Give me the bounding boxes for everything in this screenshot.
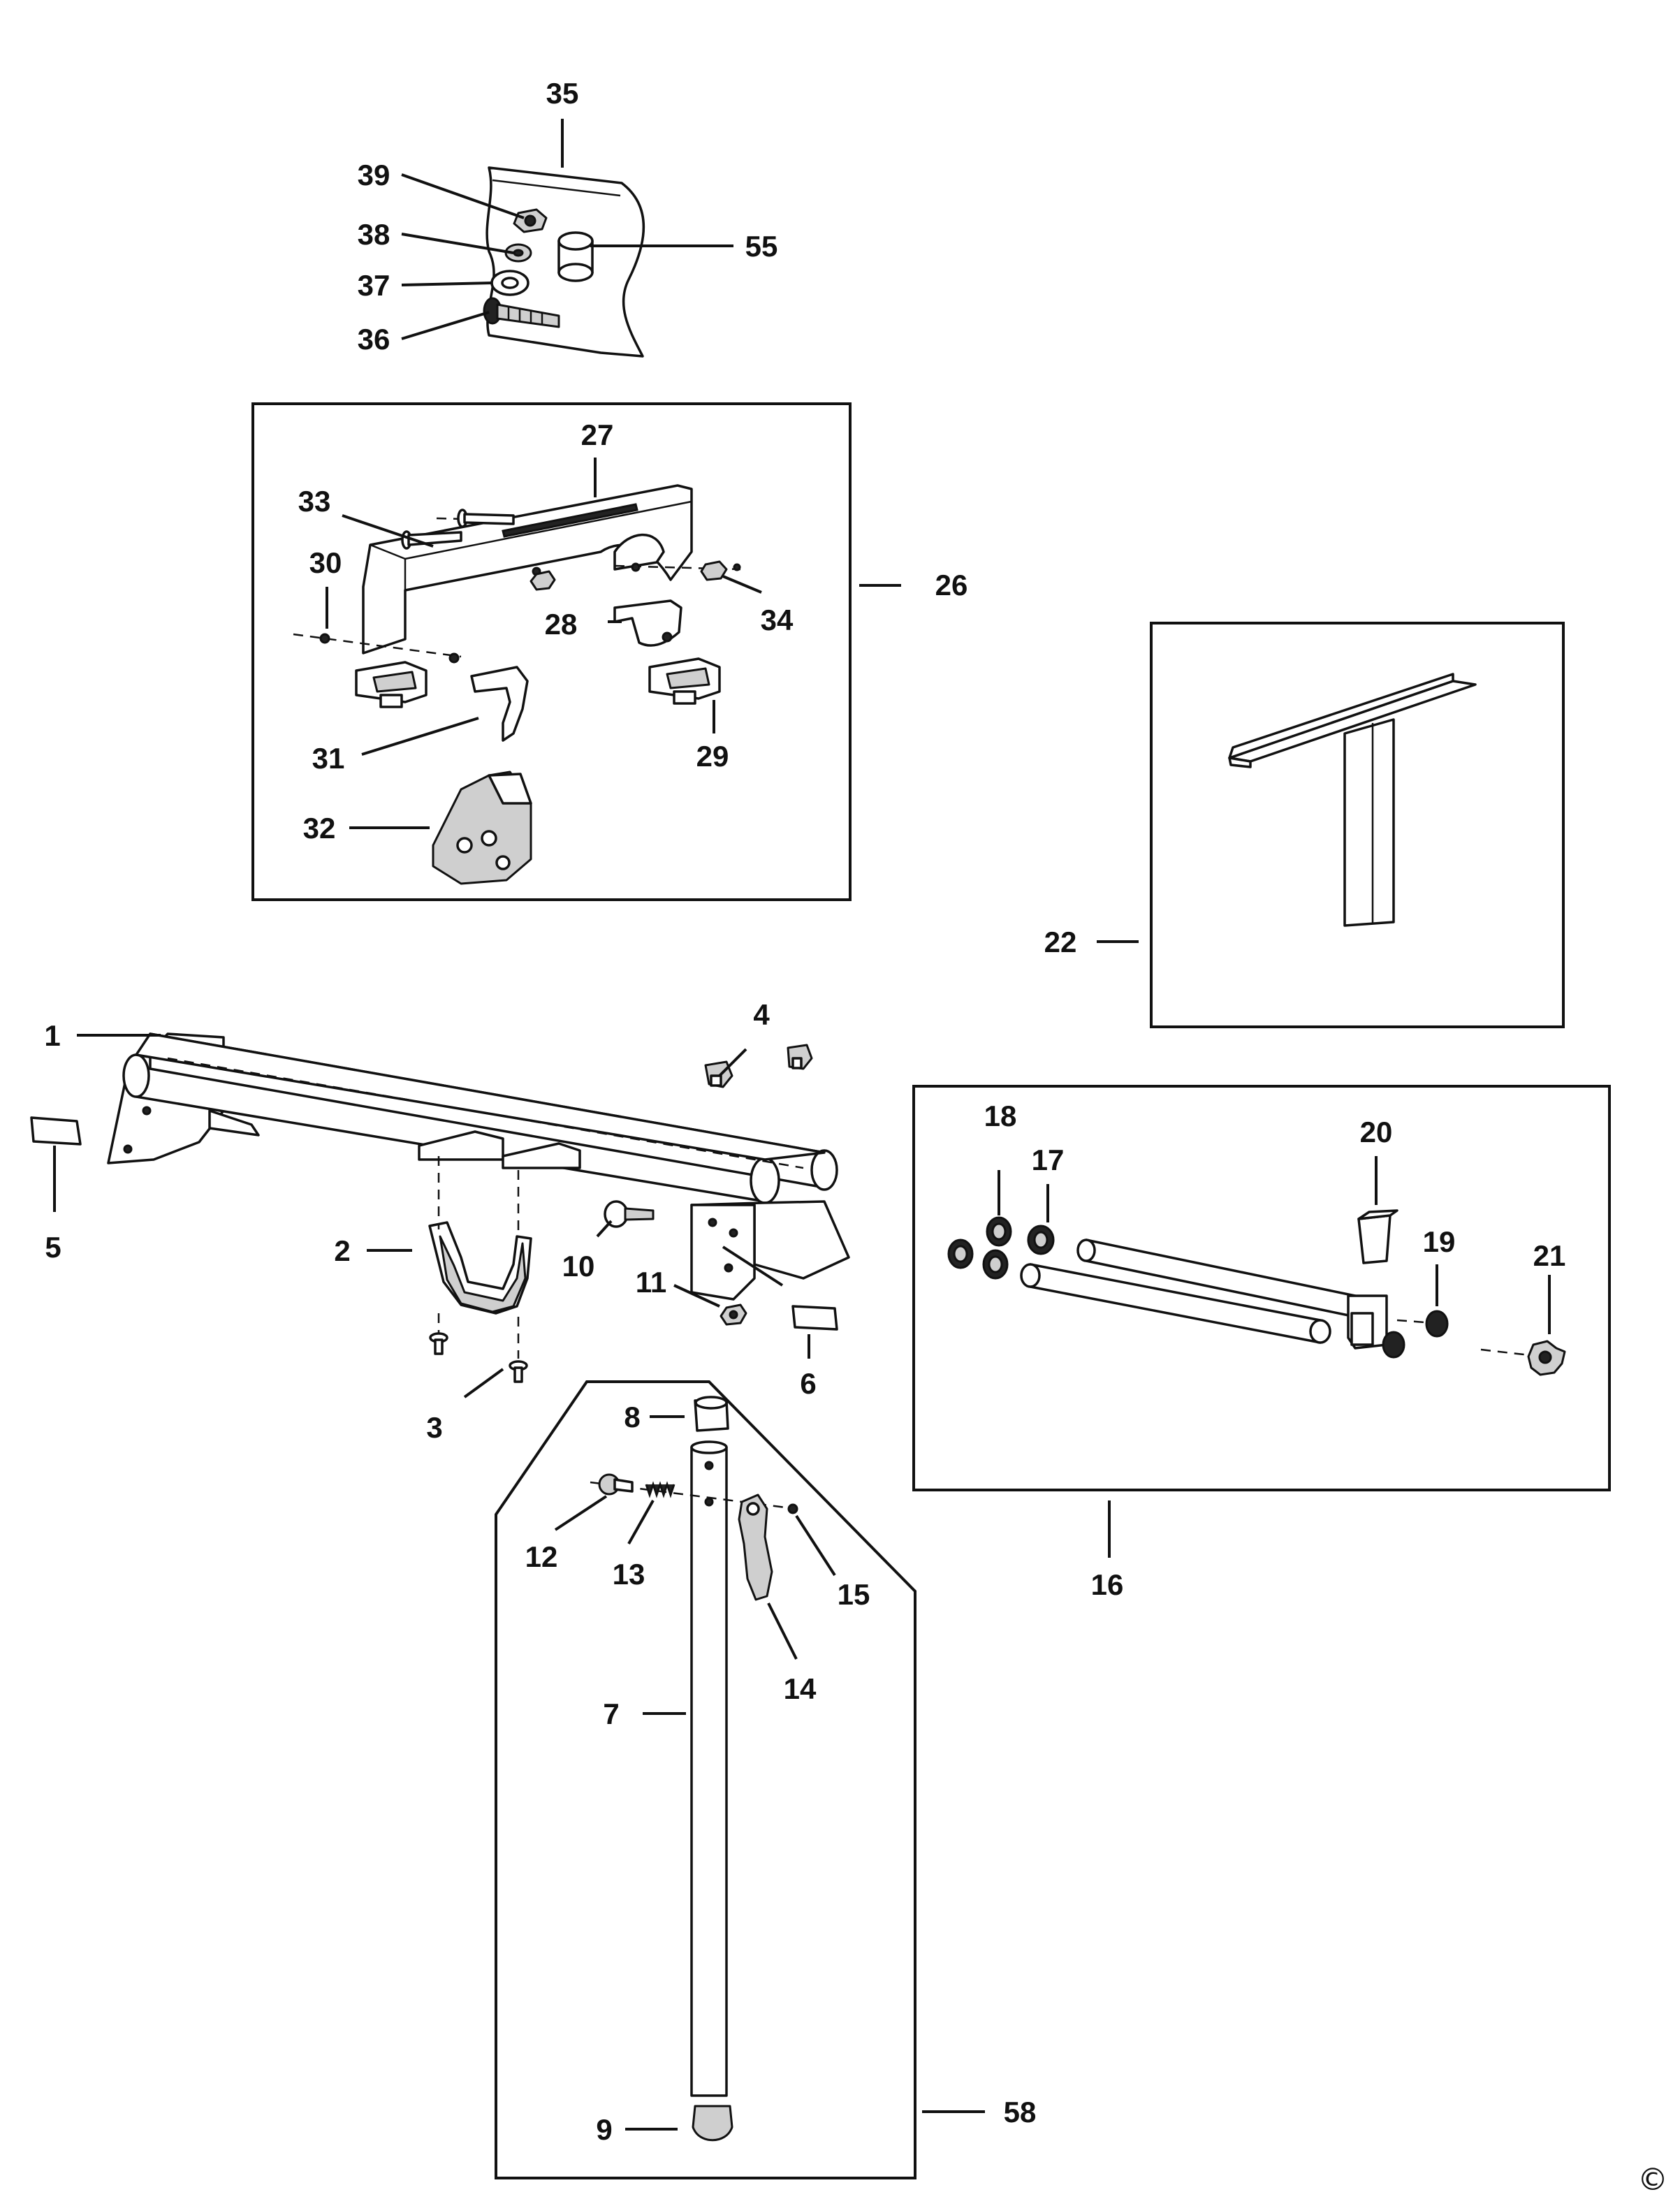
callout-37: 37: [358, 269, 390, 302]
part-14-lever: [738, 1493, 773, 1601]
part-16-extension-arms: [1020, 1239, 1388, 1350]
part-31-spring-clip: [470, 666, 529, 742]
part-55-bushing: [557, 231, 594, 282]
part-11-nut: [720, 1303, 747, 1326]
part-30-screw: [293, 633, 462, 664]
callout-21: 21: [1533, 1239, 1566, 1272]
callout-6: 6: [800, 1367, 816, 1400]
callout-10: 10: [562, 1250, 595, 1283]
part-2-u-bracket: [428, 1221, 532, 1315]
part-38-lock-washer: [504, 243, 532, 263]
callout-14: 14: [784, 1672, 817, 1705]
callout-9: 9: [596, 2113, 612, 2146]
part-18-end-plug-upper: [986, 1216, 1012, 1247]
callout-5: 5: [45, 1231, 61, 1264]
part-13-spring: [645, 1481, 675, 1498]
callout-29: 29: [696, 740, 729, 773]
callout-4: 4: [753, 998, 770, 1031]
callout-28: 28: [545, 608, 578, 641]
assembly-box-58: [495, 1380, 916, 2179]
callout-7: 7: [603, 1697, 619, 1730]
part-3-screw-right: [509, 1360, 528, 1383]
part-4-knob-right: [787, 1044, 813, 1070]
assembly-box-22: [1150, 622, 1565, 1028]
callout-31: 31: [312, 742, 345, 775]
callout-35: 35: [546, 77, 579, 110]
callout-16: 16: [1091, 1568, 1124, 1601]
callout-19: 19: [1423, 1225, 1456, 1258]
callout-17: 17: [1032, 1144, 1065, 1176]
callout-55: 55: [745, 230, 778, 263]
part-37-flat-washer: [490, 270, 529, 296]
callout-30: 30: [309, 546, 342, 579]
callout-20: 20: [1360, 1116, 1393, 1148]
callout-8: 8: [624, 1401, 640, 1433]
part-20-sleeve: [1357, 1209, 1398, 1264]
callout-12: 12: [525, 1540, 558, 1573]
part-18-end-plug-lower-a: [947, 1239, 974, 1269]
part-10-bolt: [604, 1200, 655, 1228]
part-12-pin: [598, 1473, 634, 1496]
part-32-bevel-bracket: [432, 770, 532, 885]
part-34-nut: [614, 560, 741, 581]
part-39-nut: [513, 208, 548, 233]
part-29-slide-block-right: [648, 657, 721, 705]
part-9-foot-cap: [692, 2105, 733, 2142]
callout-38: 38: [358, 218, 390, 251]
part-1-main-beam: [107, 1032, 850, 1301]
callout-33: 33: [298, 485, 331, 518]
callout-11: 11: [636, 1266, 666, 1299]
part-8-top-cap: [694, 1396, 729, 1432]
callout-1: 1: [44, 1019, 60, 1052]
part-15-clip: [787, 1503, 798, 1514]
callout-2: 2: [334, 1234, 350, 1267]
part-22-t-support: [1228, 673, 1477, 927]
part-7-leg-tube: [690, 1440, 728, 2097]
part-6-end-cap: [791, 1305, 838, 1331]
part-29-slide-block-left: [355, 661, 428, 708]
callout-27: 27: [581, 418, 614, 451]
part-17-bushing: [1027, 1225, 1055, 1255]
part-3-screw-left: [429, 1332, 448, 1355]
part-28-clamp: [529, 570, 682, 647]
callout-39: 39: [358, 159, 390, 191]
part-36-carriage-bolt: [483, 297, 560, 328]
part-5-end-cap: [30, 1116, 82, 1146]
part-19-plug: [1382, 1310, 1449, 1359]
callout-58: 58: [1004, 2096, 1037, 2128]
part-18-end-plug-lower-b: [982, 1249, 1009, 1280]
callout-22: 22: [1044, 926, 1077, 958]
callout-34: 34: [761, 604, 794, 636]
callout-15: 15: [838, 1578, 870, 1611]
assembly-box-16: [912, 1085, 1611, 1491]
copyright-symbol: ©: [1637, 2162, 1668, 2198]
assembly-box-26: [251, 402, 852, 901]
part-21-star-knob: [1480, 1340, 1566, 1376]
callout-13: 13: [613, 1558, 645, 1591]
callout-36: 36: [358, 323, 390, 356]
callout-18: 18: [984, 1100, 1017, 1132]
callout-26: 26: [935, 569, 968, 601]
callout-32: 32: [303, 812, 336, 845]
callout-3: 3: [426, 1411, 442, 1444]
